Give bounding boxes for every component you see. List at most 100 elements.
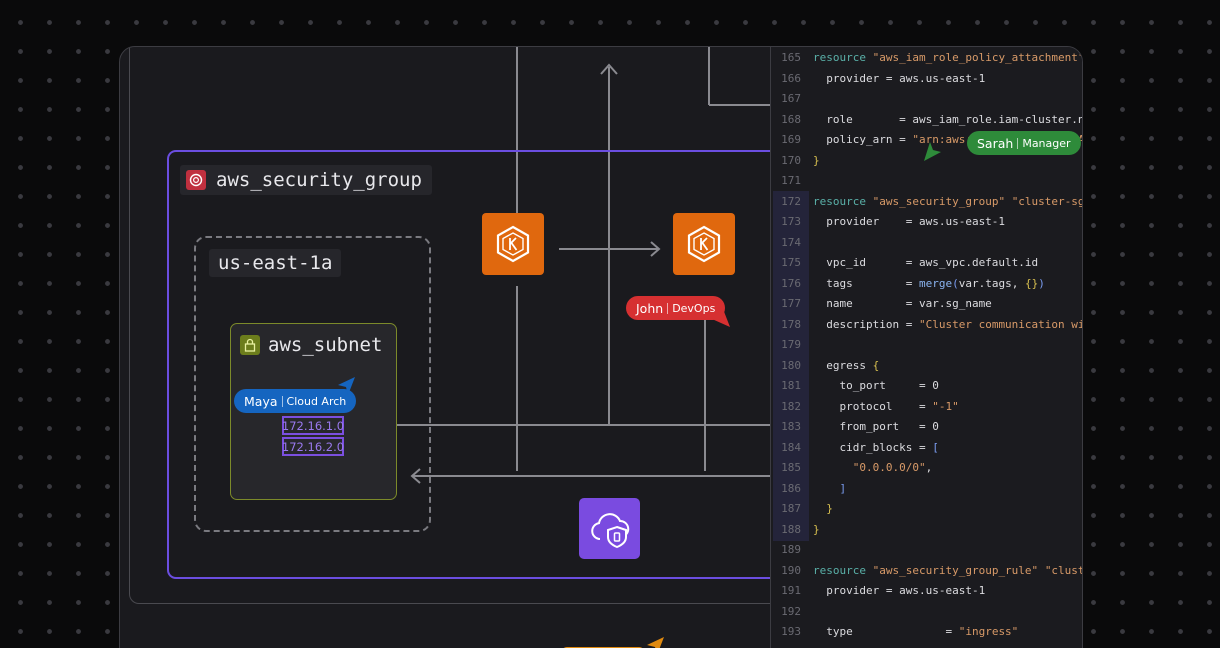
code-line[interactable]: 188} [771, 520, 1082, 540]
code-line[interactable]: 175 vpc_id = aws_vpc.default.id [771, 253, 1082, 273]
line-number: 191 [781, 584, 801, 597]
security-group-label[interactable]: aws_security_group [180, 165, 432, 195]
diagram-canvas[interactable]: aws_security_group us-east-1a aws_subnet… [120, 47, 789, 648]
code-line[interactable]: 185 "0.0.0.0/0", [771, 458, 1082, 478]
code-line[interactable]: 179 [771, 335, 1082, 355]
code-line[interactable]: 180 egress { [771, 356, 1082, 376]
line-number: 178 [781, 317, 801, 331]
line-number: 179 [781, 338, 801, 351]
eks-cluster-node[interactable] [673, 213, 735, 275]
availability-zone-name: us-east-1a [218, 252, 333, 274]
code-line[interactable]: 187 } [771, 499, 1082, 519]
code-line[interactable]: 192 [771, 602, 1082, 622]
line-text: } [813, 153, 820, 167]
line-number: 183 [781, 420, 801, 433]
line-text: resource "aws_security_group_rule" "clus… [813, 563, 1082, 577]
collaborator-name: John [636, 300, 664, 316]
cursor-arrow-icon [712, 309, 730, 327]
collaborator-cursor-john: John DevOps [626, 296, 726, 320]
code-line[interactable]: 172 resource "aws_security_group" "cluste… [771, 192, 1082, 212]
collaborator-role: DevOps [667, 302, 715, 314]
line-number: 189 [781, 543, 801, 556]
cursor-arrow-icon [647, 637, 664, 648]
code-line[interactable]: 174 [771, 233, 1082, 253]
line-number: 177 [781, 297, 801, 310]
line-number: 185 [781, 461, 801, 474]
code-line[interactable]: 182 protocol = "-1" [771, 397, 1082, 417]
line-number: 174 [781, 235, 801, 249]
cidr-block[interactable]: 172.16.1.0 [282, 416, 344, 435]
line-text: provider = aws.us-east-1 [813, 584, 986, 597]
cursor-arrow-icon [924, 142, 941, 161]
line-text: description = "Cluster communication wit… [813, 317, 1083, 331]
line-text: egress { [813, 358, 880, 372]
security-group-name: aws_security_group [216, 169, 422, 191]
security-group-boundary[interactable] [167, 150, 787, 579]
collaborator-role: Cloud Arch [281, 395, 346, 407]
collaborator-cursor-sarah: Sarah Manager [967, 131, 1081, 155]
code-line[interactable]: 186 ] [771, 479, 1082, 499]
vpc-security-node[interactable] [579, 498, 640, 559]
collaborator-name: Maya [244, 393, 278, 409]
line-text: resource "aws_security_group" "cluster-s… [813, 194, 1082, 208]
collaborator-role: Manager [1017, 137, 1071, 149]
code-line[interactable]: 166 provider = aws.us-east-1 [771, 69, 1082, 89]
line-text: "0.0.0.0/0", [852, 461, 933, 474]
line-number: 175 [781, 256, 801, 269]
line-number: 173 [781, 215, 801, 228]
line-text: provider = aws.us-east-1 [813, 215, 1006, 228]
code-line[interactable]: 168 role = aws_iam_role.iam-cluster.name [771, 110, 1082, 130]
code-line[interactable]: 167 [771, 89, 1082, 109]
eks-icon [687, 225, 721, 263]
line-number: 192 [781, 604, 801, 618]
line-number: 176 [781, 276, 801, 290]
line-text: to_port = 0 [813, 379, 939, 392]
line-number: 181 [781, 379, 801, 392]
collaborator-cursor-maya: Maya Cloud Arch [234, 389, 357, 413]
code-line[interactable]: 191 provider = aws.us-east-1 [771, 581, 1082, 601]
code-line[interactable]: 171 [771, 171, 1082, 191]
connector-lines [355, 47, 770, 484]
code-line[interactable]: 165 resource "aws_iam_role_policy_attachm… [771, 48, 1083, 68]
code-line[interactable]: 178 description = "Cluster communication… [771, 315, 1083, 335]
code-line[interactable]: 183 from_port = 0 [771, 417, 1082, 437]
cursor-arrow-icon [338, 377, 355, 395]
line-text: resource "aws_iam_role_policy_attachment… [813, 51, 1083, 64]
cidr-block[interactable]: 172.16.2.0 [282, 437, 344, 456]
code-line[interactable]: 189 [771, 540, 1082, 560]
code-line[interactable]: 173 provider = aws.us-east-1 [771, 212, 1082, 232]
line-number: 166 [781, 71, 801, 85]
availability-zone-boundary[interactable] [194, 236, 431, 532]
code-line[interactable]: 184 cidr_blocks = [ [771, 438, 1082, 458]
line-number: 171 [781, 174, 801, 187]
eks-icon [496, 225, 530, 263]
line-text: type = "ingress" [813, 625, 1019, 638]
line-text: provider = aws.us-east-1 [813, 71, 986, 85]
code-line[interactable]: 176 tags = merge(var.tags, {}) [771, 274, 1082, 294]
line-number: 165 [781, 51, 801, 64]
selected-lines-gutter [773, 191, 809, 541]
lock-icon [240, 335, 260, 355]
eks-cluster-node[interactable] [482, 213, 544, 275]
line-number: 170 [781, 153, 801, 167]
line-text: tags = merge(var.tags, {}) [813, 276, 1045, 290]
line-number: 172 [781, 194, 801, 208]
code-line[interactable]: 181 to_port = 0 [771, 376, 1082, 396]
line-number: 169 [781, 133, 801, 146]
code-line[interactable]: 170} [771, 151, 1082, 171]
subnet-label[interactable]: aws_subnet [240, 334, 382, 356]
line-number: 182 [781, 399, 801, 413]
line-text: vpc_id = aws_vpc.default.id [813, 256, 1039, 269]
line-text: name = var.sg_name [813, 297, 992, 310]
line-number: 193 [781, 625, 801, 638]
line-text: from_port = 0 [813, 420, 939, 433]
line-number: 180 [781, 358, 801, 372]
line-text: protocol = "-1" [813, 399, 959, 413]
line-number: 187 [781, 502, 801, 515]
line-number: 184 [781, 440, 801, 454]
line-text: } [826, 502, 833, 515]
code-line[interactable]: 193 type = "ingress" [771, 622, 1082, 642]
code-line[interactable]: 177 name = var.sg_name [771, 294, 1082, 314]
availability-zone-label[interactable]: us-east-1a [209, 249, 342, 277]
